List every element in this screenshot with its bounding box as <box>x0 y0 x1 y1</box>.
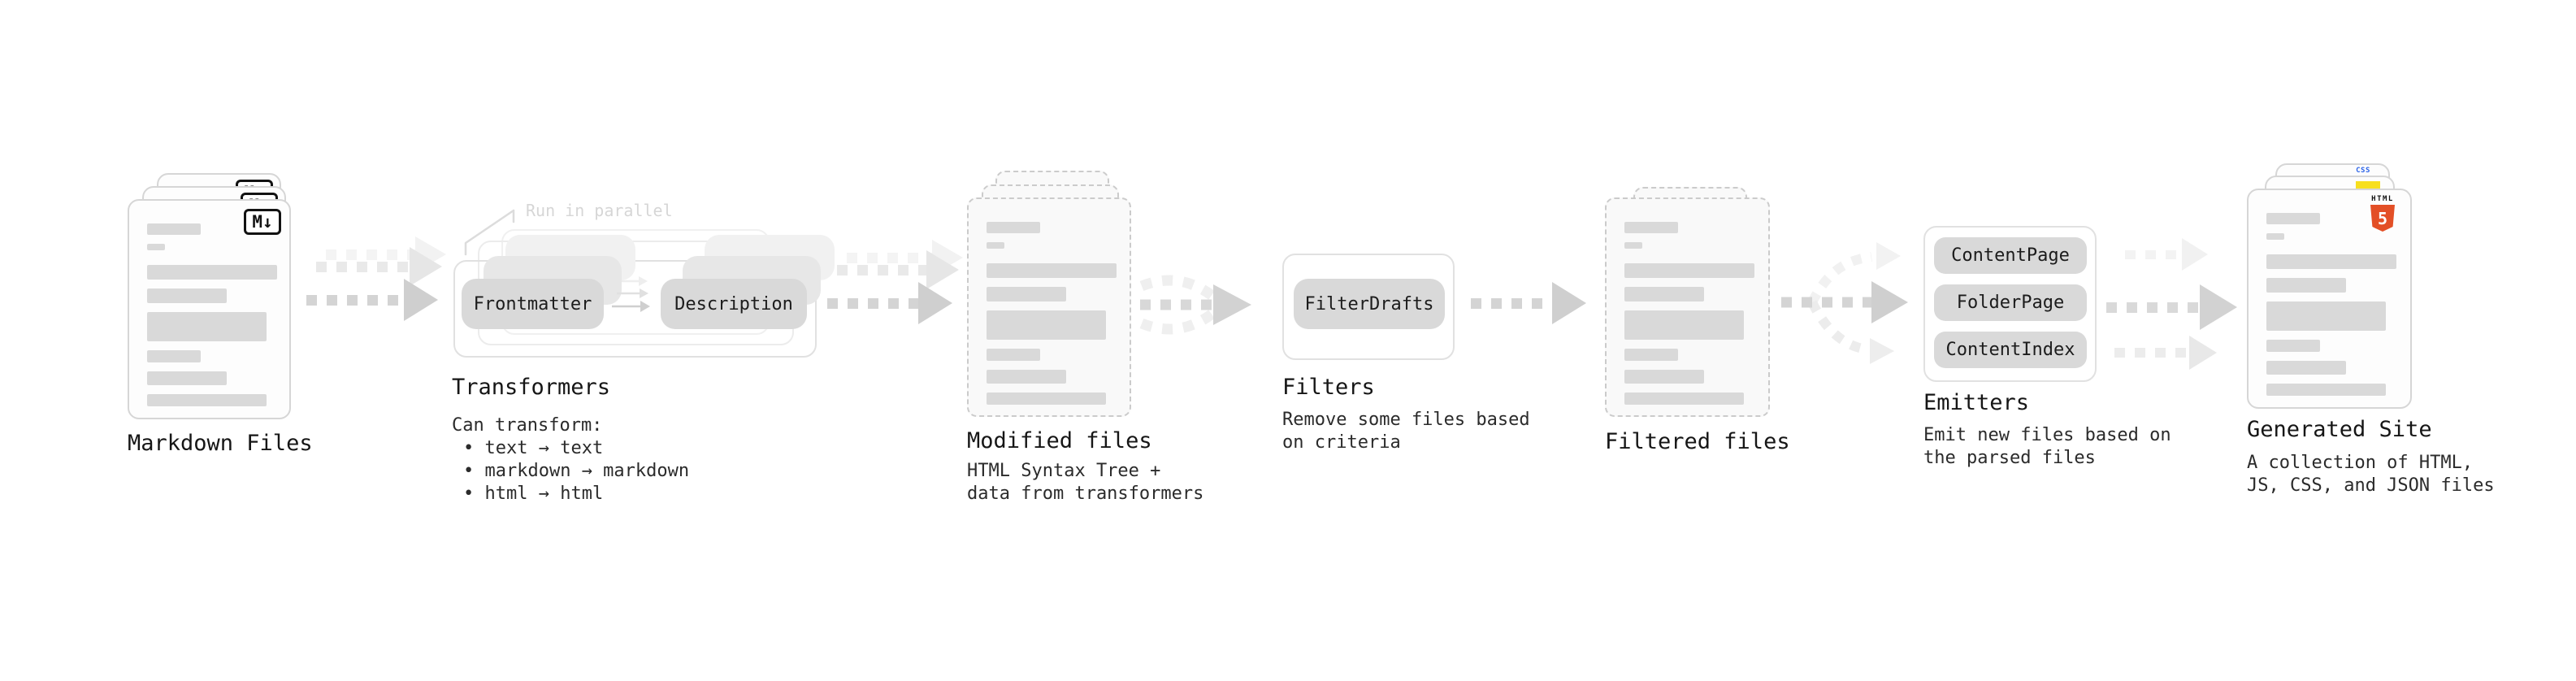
generated-file-card-front: HTML 5 <box>2247 189 2412 409</box>
flow-arrow-ghost <box>2114 336 2217 370</box>
skeleton-line <box>987 287 1066 301</box>
markdown-file-card-front: M↓ <box>128 199 291 419</box>
document-skeleton <box>1607 199 1768 405</box>
note-bullet: • html → html <box>463 484 604 504</box>
flow-arrow-diverge <box>1781 242 1908 364</box>
note-bullet: • markdown → markdown <box>463 461 690 481</box>
skeleton-line <box>2266 213 2320 224</box>
transformer-pill-description: Description <box>661 279 807 329</box>
skeleton-line <box>147 288 227 303</box>
skeleton-line <box>147 244 165 250</box>
skeleton-line <box>2266 301 2386 331</box>
stage-label-emitters: Emitters <box>1923 390 2030 415</box>
skeleton-line <box>2266 361 2346 375</box>
stage-label-filters: Filters <box>1282 375 1375 400</box>
transformers-note: Can transform: • text → text • markdown … <box>452 414 689 505</box>
skeleton-line <box>987 370 1066 384</box>
skeleton-line <box>1624 222 1678 233</box>
stage-label-markdown-files: Markdown Files <box>128 431 313 456</box>
html5-icon: HTML 5 <box>2365 195 2400 232</box>
skeleton-line <box>1624 349 1678 361</box>
skeleton-line <box>2266 254 2396 269</box>
stage-desc-filters: Remove some files based on criteria <box>1282 410 1530 453</box>
modified-file-card-front <box>967 197 1131 417</box>
flow-arrow <box>1471 282 1586 324</box>
emitter-pill-folderpage: FolderPage <box>1934 284 2087 321</box>
stage-label-modified-files: Modified files <box>967 428 1152 453</box>
stage-desc-generated-site: A collection of HTML, JS, CSS, and JSON … <box>2247 453 2495 496</box>
skeleton-line <box>987 310 1106 340</box>
skeleton-line <box>1624 242 1642 249</box>
flow-arrow <box>306 279 438 321</box>
skeleton-line <box>987 263 1117 278</box>
skeleton-line <box>1624 310 1744 340</box>
flow-arrow <box>2106 284 2237 330</box>
skeleton-line <box>2266 340 2320 352</box>
document-skeleton <box>2249 190 2410 396</box>
skeleton-line <box>147 371 227 385</box>
filter-pill-filterdrafts: FilterDrafts <box>1294 279 1445 329</box>
stage-label-transformers: Transformers <box>452 375 611 400</box>
skeleton-line <box>2266 233 2284 240</box>
note-title: Can transform: <box>452 415 603 436</box>
skeleton-line <box>987 393 1106 405</box>
callout-run-in-parallel: Run in parallel <box>526 201 673 220</box>
document-skeleton <box>969 199 1130 405</box>
skeleton-line <box>987 349 1040 361</box>
skeleton-line <box>1624 287 1704 301</box>
skeleton-line <box>987 222 1040 233</box>
skeleton-line <box>1624 263 1754 278</box>
stage-desc-modified-files: HTML Syntax Tree + data from transformer… <box>967 461 1204 504</box>
filtered-file-card-front <box>1605 197 1770 417</box>
skeleton-line <box>147 223 201 235</box>
skeleton-line <box>147 394 267 406</box>
markdown-icon: M↓ <box>244 209 281 235</box>
stage-label-generated-site: Generated Site <box>2247 417 2432 442</box>
skeleton-line <box>1624 370 1704 384</box>
stage-desc-emitters: Emit new files based on the parsed files <box>1923 425 2171 468</box>
skeleton-line <box>147 265 277 280</box>
emitter-pill-contentpage: ContentPage <box>1934 237 2087 274</box>
skeleton-line <box>2266 384 2386 396</box>
skeleton-line <box>147 312 267 341</box>
document-skeleton <box>129 201 289 406</box>
emitter-pill-contentindex: ContentIndex <box>1934 332 2087 368</box>
skeleton-line <box>2266 278 2346 293</box>
stage-label-filtered-files: Filtered files <box>1605 429 1790 454</box>
skeleton-line <box>1624 393 1744 405</box>
skeleton-line <box>147 350 201 362</box>
flow-arrow-ghost <box>2125 238 2208 271</box>
transformer-pill-frontmatter: Frontmatter <box>462 279 604 329</box>
skeleton-line <box>987 242 1004 249</box>
flow-arrow-converge <box>1139 275 1251 335</box>
flow-arrow <box>827 282 952 324</box>
note-bullet: • text → text <box>463 438 604 458</box>
